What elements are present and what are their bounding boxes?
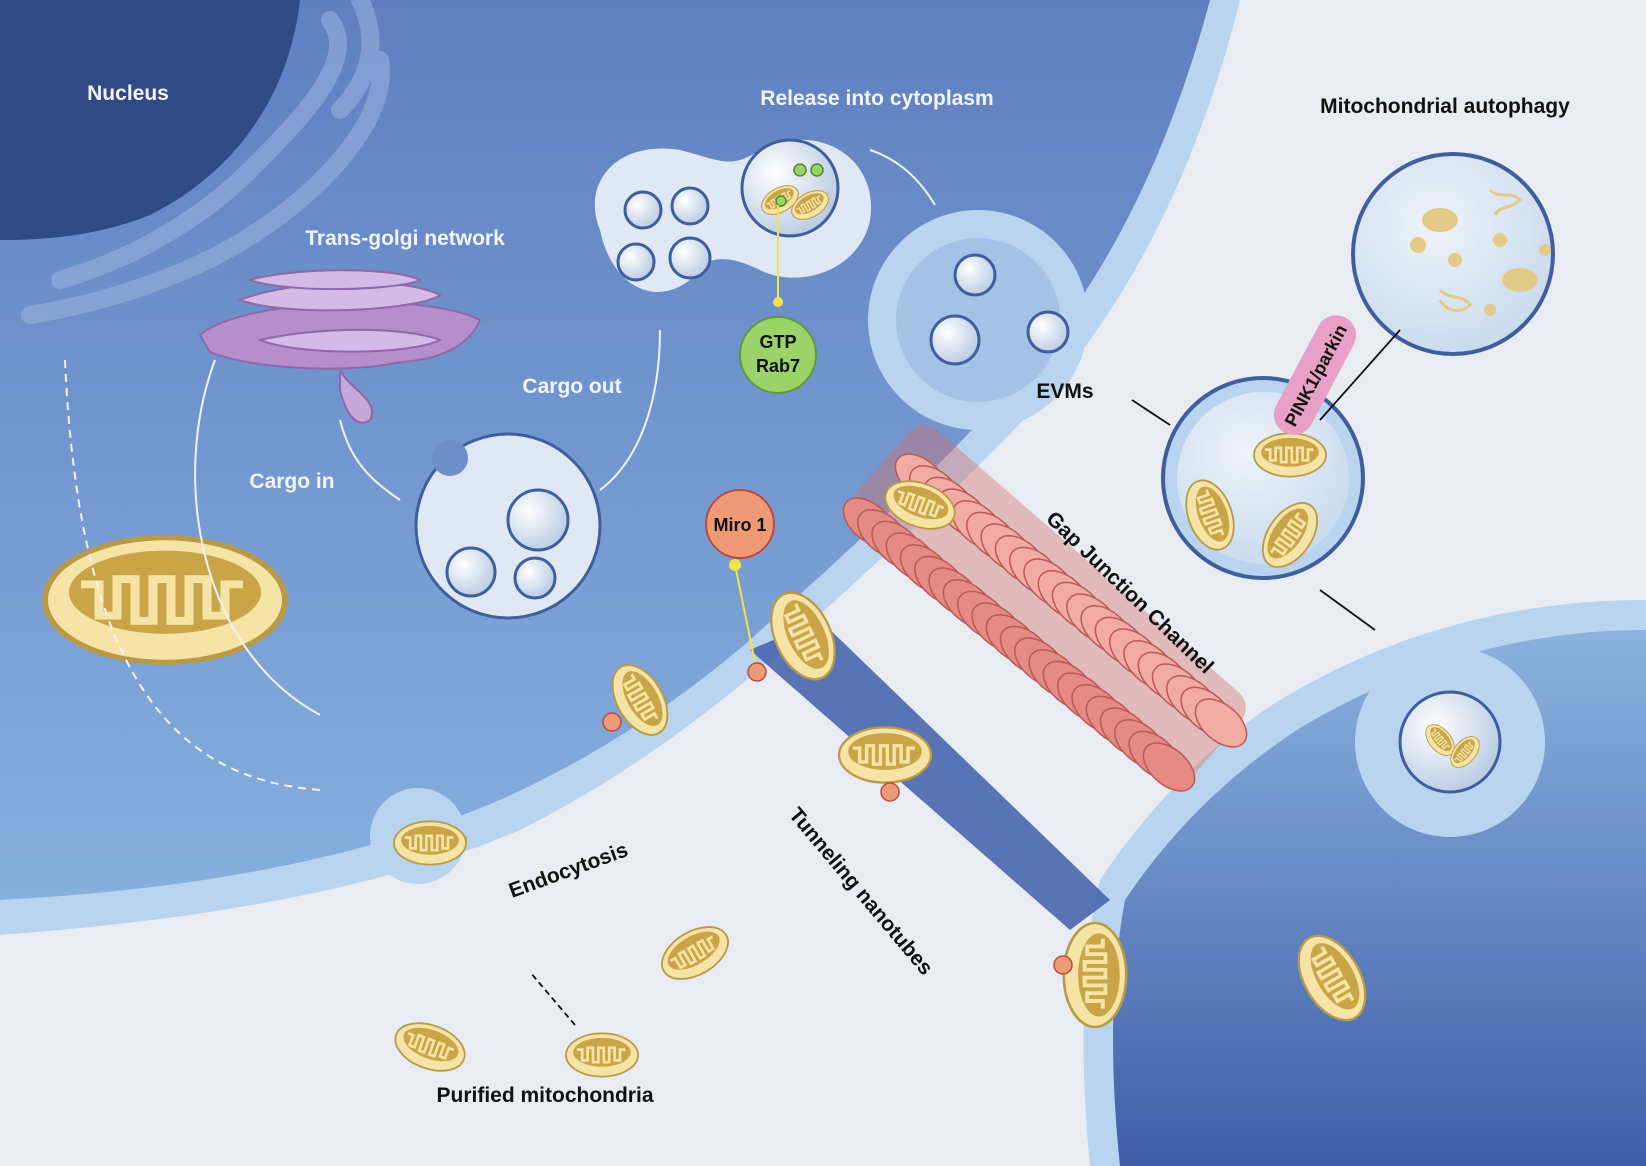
- rab7-label: Rab7: [756, 356, 800, 376]
- golgi-apparatus: [198, 269, 482, 424]
- autolysosome: [1351, 152, 1555, 356]
- release-label: Release into cytoplasm: [760, 87, 993, 110]
- miro1-tether: [734, 564, 758, 673]
- gtp-label: GTP: [759, 332, 796, 352]
- host-cell-cytoplasm: [0, 0, 1210, 900]
- miro1-anchor: [729, 559, 741, 571]
- cargo-out-label: Cargo out: [522, 375, 621, 398]
- miro1-proteins: [602, 662, 1073, 975]
- cargo-in-label: Cargo in: [249, 470, 334, 493]
- endoplasmic-reticulum: [21, 0, 390, 324]
- gap-junction-subunit: [1142, 742, 1196, 792]
- mito-autophagy-label: Mitochondrial autophagy: [1320, 95, 1570, 118]
- nucleus: [0, 0, 300, 240]
- gap-junction-subunit: [1194, 698, 1248, 748]
- endocytosis-pit: [370, 788, 468, 884]
- autophagy-arrows: [1131, 329, 1401, 631]
- multivesicular-body: [594, 138, 872, 292]
- gtp-rab7-badge: [739, 316, 817, 394]
- miro1-label: Miro 1: [713, 515, 766, 535]
- evms-label: EVMs: [1036, 380, 1093, 403]
- cargo-arrows: [64, 149, 936, 791]
- recipient-vesicle: [1355, 647, 1545, 837]
- miro1-badge: [705, 489, 775, 559]
- evms-bud: [868, 210, 1088, 430]
- rab7-anchor: [773, 297, 783, 307]
- purified-label: Purified mitochondria: [436, 1084, 653, 1107]
- tunneling-nanotube: [750, 620, 1110, 930]
- mitophagosome: [1161, 376, 1365, 580]
- nucleus-label: Nucleus: [87, 82, 169, 105]
- endosome: [414, 432, 602, 620]
- trans-golgi-label: Trans-golgi network: [305, 227, 505, 250]
- large-mitochondrion: [45, 538, 285, 663]
- purified-arrow: [529, 971, 576, 1026]
